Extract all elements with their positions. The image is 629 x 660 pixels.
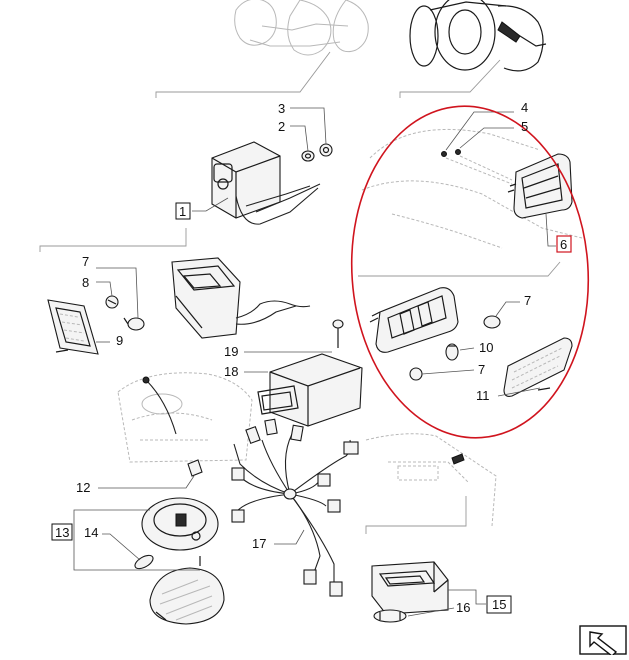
dashboard-ghost-right <box>365 433 497 527</box>
leader-5 <box>459 127 514 149</box>
part-6-tail-lamp[interactable] <box>507 153 573 219</box>
leader-17 <box>274 529 305 545</box>
leader-2 <box>290 125 309 152</box>
part-16-bulb[interactable] <box>373 609 407 623</box>
label-15[interactable]: 15 <box>492 597 506 612</box>
leader-7c <box>421 369 475 375</box>
part-7-bulb-right-a[interactable] <box>483 315 501 329</box>
section-line-bottom <box>365 496 467 534</box>
label-15-box <box>486 595 512 614</box>
label-2[interactable]: 2 <box>278 119 285 134</box>
label-8[interactable]: 8 <box>82 275 89 290</box>
label-14[interactable]: 14 <box>84 525 98 540</box>
leader-11 <box>497 387 541 397</box>
label-5[interactable]: 5 <box>521 119 528 134</box>
leader-8 <box>96 281 113 297</box>
part-14-bulb[interactable] <box>133 553 155 572</box>
label-19[interactable]: 19 <box>224 344 238 359</box>
part-15-switch-panel[interactable] <box>371 561 449 615</box>
dashboard-ghost <box>117 372 253 463</box>
part-5-screw[interactable] <box>455 149 461 155</box>
leader-1 <box>192 197 229 212</box>
leader-15 <box>448 589 486 605</box>
part-12-bracket[interactable] <box>187 459 203 477</box>
tractor-front-ghost <box>234 0 369 56</box>
section-line-mid-left <box>39 228 187 252</box>
part-2-washer[interactable] <box>301 150 315 162</box>
leader-4 <box>445 111 514 151</box>
label-11[interactable]: 11 <box>476 388 490 403</box>
part-4-screw[interactable] <box>441 151 447 157</box>
tractor-rear <box>409 0 547 72</box>
leader-3 <box>290 107 327 145</box>
part-11-lens[interactable] <box>503 337 573 397</box>
part-10-bulb[interactable] <box>445 343 459 361</box>
mount-lines <box>445 155 513 185</box>
part-9-screw <box>55 349 69 353</box>
fender-ghost <box>361 129 583 249</box>
leader-13 <box>73 509 200 571</box>
label-7-left[interactable]: 7 <box>82 254 89 269</box>
label-13-box <box>51 523 73 541</box>
part-18-module[interactable] <box>257 353 363 427</box>
headlamp-housing[interactable] <box>171 257 311 339</box>
beacon-dome[interactable] <box>149 567 225 625</box>
label-6[interactable]: 6 <box>560 237 567 252</box>
part-19-bolt[interactable] <box>332 319 344 348</box>
label-4[interactable]: 4 <box>521 100 528 115</box>
label-12[interactable]: 12 <box>76 480 90 495</box>
expand-arrow-icon[interactable] <box>579 625 627 657</box>
leader-14 <box>102 533 141 561</box>
leader-7a <box>96 267 139 319</box>
part-1-work-light[interactable] <box>211 141 321 225</box>
label-7-right-a[interactable]: 7 <box>524 293 531 308</box>
part-8-bulb[interactable] <box>105 295 119 309</box>
section-line-left <box>155 51 331 98</box>
leader-16 <box>407 607 455 617</box>
part-3-nut[interactable] <box>319 143 333 157</box>
part-13-beacon-base[interactable] <box>141 497 219 566</box>
part-7-bulb-right-b[interactable] <box>409 367 423 381</box>
label-6-highlight-box <box>556 235 572 253</box>
label-18[interactable]: 18 <box>224 364 238 379</box>
label-10[interactable]: 10 <box>479 340 493 355</box>
label-1-box <box>175 202 191 220</box>
leader-10 <box>459 347 475 351</box>
part-9-lamp-lens[interactable] <box>47 299 99 355</box>
label-3[interactable]: 3 <box>278 101 285 116</box>
section-line-right <box>399 59 501 98</box>
leader-6 <box>545 213 556 247</box>
part-tail-lamp-housing[interactable] <box>369 287 459 353</box>
leader-12 <box>98 475 195 489</box>
label-1[interactable]: 1 <box>179 204 186 219</box>
leader-7b <box>495 301 520 317</box>
section-line-callout <box>358 261 561 277</box>
part-17-wiring-harness[interactable] <box>231 418 359 597</box>
label-7-right-b[interactable]: 7 <box>478 362 485 377</box>
part-7-bulb-left[interactable] <box>123 317 145 331</box>
highlight-callout <box>350 105 590 439</box>
label-16[interactable]: 16 <box>456 600 470 615</box>
label-13[interactable]: 13 <box>55 525 69 540</box>
label-9[interactable]: 9 <box>116 333 123 348</box>
label-17[interactable]: 17 <box>252 536 266 551</box>
